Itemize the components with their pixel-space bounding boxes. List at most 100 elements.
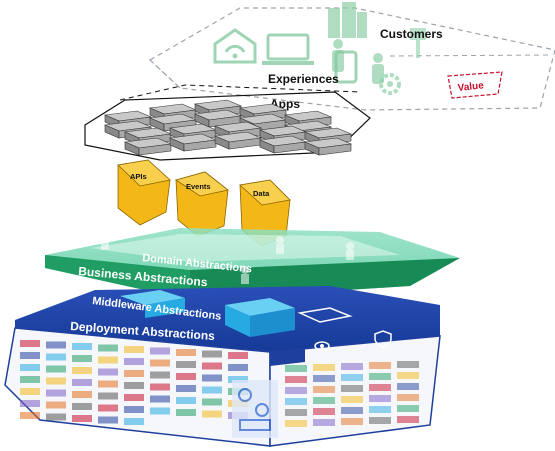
vendor-logo xyxy=(150,347,170,355)
vendor-logo xyxy=(124,370,144,377)
vendor-logo xyxy=(98,356,118,364)
vendor-logo xyxy=(98,368,118,376)
vendor-logo xyxy=(98,344,118,352)
vendor-logo xyxy=(228,352,248,359)
vendor-logo xyxy=(46,413,66,421)
eye-icon xyxy=(314,341,330,351)
vendor-logo xyxy=(98,404,118,412)
server-block-front xyxy=(318,143,352,156)
vendor-logo xyxy=(313,375,335,382)
vendor-logo xyxy=(176,373,196,380)
vendor-logo xyxy=(397,416,419,423)
capability-tiles xyxy=(270,330,392,366)
vendor-logo xyxy=(72,355,92,362)
apps-layer: Apps xyxy=(84,84,371,161)
domain-people-icons xyxy=(101,232,354,284)
events-label: Events xyxy=(186,182,211,191)
vendor-logo xyxy=(397,372,419,379)
vendor-logo xyxy=(150,407,170,415)
laptop-icon xyxy=(262,33,314,65)
vendor-logo xyxy=(176,409,196,416)
vendor-logo xyxy=(72,415,92,422)
vendor-logo-grid xyxy=(20,340,419,427)
data-label: Data xyxy=(253,189,270,198)
vendor-logo xyxy=(98,392,118,400)
customers-layer: Customers Experiences Value xyxy=(148,2,555,111)
vendor-logo xyxy=(20,364,40,371)
vendor-logo xyxy=(176,361,196,368)
vendor-logo xyxy=(20,376,40,383)
vendor-logo xyxy=(124,418,144,425)
vendor-logo xyxy=(369,373,391,380)
vendor-logo xyxy=(46,401,66,409)
vendor-logo xyxy=(46,377,66,385)
vendor-logo xyxy=(228,376,248,383)
vendor-logo xyxy=(176,349,196,356)
vendor-logo xyxy=(369,406,391,413)
vendor-logo xyxy=(20,388,40,395)
vendor-logo xyxy=(369,362,391,369)
customers-label: Customers xyxy=(380,27,443,41)
vendor-logo xyxy=(285,398,307,405)
value-label: Value xyxy=(457,80,485,94)
infrastructure-layer: Middleware Abstractions Deployment Abstr… xyxy=(4,286,441,447)
vendor-logo xyxy=(228,364,248,371)
vendor-logo xyxy=(150,395,170,403)
events-hexagon: Events xyxy=(175,171,229,237)
vendor-logo xyxy=(150,371,170,379)
vendor-logo xyxy=(202,410,222,418)
vendor-logo xyxy=(124,346,144,353)
vendor-logo xyxy=(124,394,144,401)
vendor-logo xyxy=(341,407,363,414)
vendor-logo xyxy=(124,358,144,365)
vendor-logo xyxy=(124,406,144,413)
vendor-logo xyxy=(369,417,391,424)
vendor-logo xyxy=(72,367,92,374)
building-icon xyxy=(328,2,367,38)
vendor-logo xyxy=(313,364,335,371)
vendor-logo xyxy=(202,350,222,358)
vendor-logo xyxy=(20,400,40,407)
vendor-logo xyxy=(285,409,307,416)
apis-label: APIs xyxy=(130,172,147,181)
vendor-logo xyxy=(313,408,335,415)
robot-arm-icon xyxy=(232,380,278,438)
vendor-logo xyxy=(285,376,307,383)
vendor-logo xyxy=(150,383,170,391)
vendor-logo xyxy=(341,396,363,403)
experiences-label: Experiences xyxy=(268,72,339,86)
vendor-logo xyxy=(72,379,92,386)
vendor-logo xyxy=(397,405,419,412)
vendor-logo xyxy=(72,403,92,410)
vendor-logo xyxy=(341,363,363,370)
server-block-front xyxy=(183,139,217,152)
vendor-logo xyxy=(46,353,66,361)
vendor-logo xyxy=(72,343,92,350)
vendor-logo xyxy=(369,395,391,402)
vendor-logo xyxy=(341,374,363,381)
vendor-logo xyxy=(285,387,307,394)
person-icon xyxy=(332,39,384,84)
vendor-logo xyxy=(98,380,118,388)
vendor-logo xyxy=(285,420,307,427)
vendor-logo xyxy=(397,394,419,401)
vendor-logo xyxy=(397,361,419,368)
server-block-front xyxy=(138,143,172,156)
vendor-logo xyxy=(202,362,222,370)
vendor-logo xyxy=(46,365,66,373)
vendor-logo xyxy=(124,382,144,389)
vendor-logo xyxy=(285,365,307,372)
vendor-logo xyxy=(313,386,335,393)
gear-icon xyxy=(379,73,401,95)
wifi-home-icon xyxy=(213,28,257,64)
vendor-logo xyxy=(369,384,391,391)
vendor-logo xyxy=(20,412,40,419)
apis-hexagon: APIs xyxy=(117,159,171,226)
phone-icon xyxy=(334,50,358,84)
vendor-logo xyxy=(46,341,66,349)
vendor-logo xyxy=(397,383,419,390)
vendor-logo xyxy=(202,398,222,406)
vendor-logo xyxy=(20,352,40,359)
